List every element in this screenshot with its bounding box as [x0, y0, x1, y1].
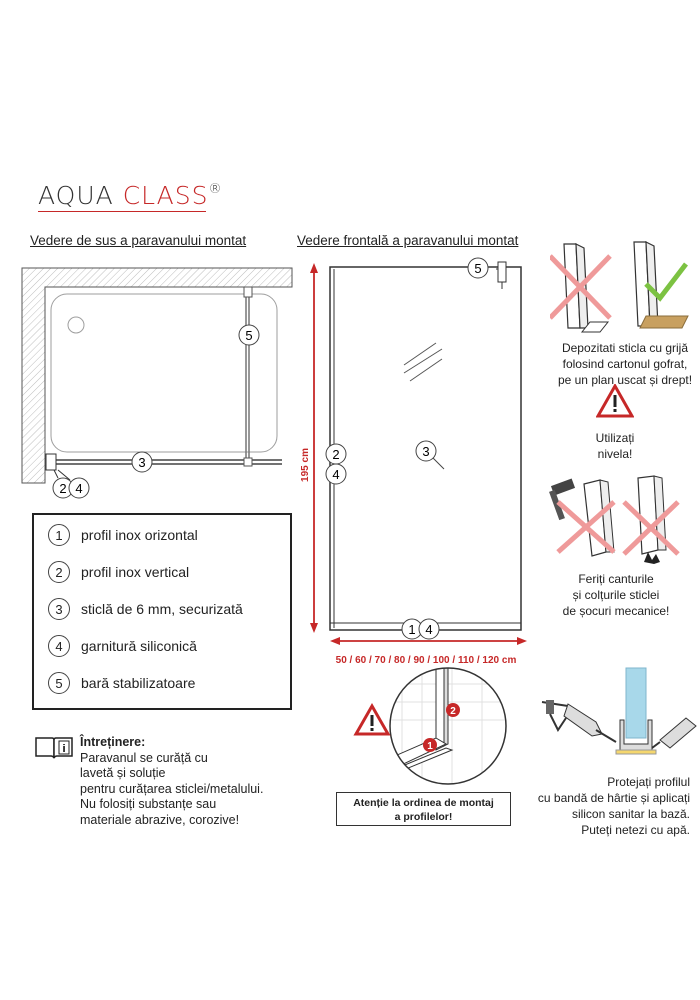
svg-text:1: 1: [408, 622, 415, 637]
brand-class: CLASS: [122, 181, 209, 210]
silicone-illustration: [541, 667, 697, 755]
drain-circle: [67, 316, 85, 334]
step-1-badge: 1: [423, 738, 437, 752]
edges-illustration: [549, 475, 680, 564]
svg-text:1: 1: [427, 741, 433, 752]
wall-outline: [21, 267, 293, 484]
order-warning-line: a profilelor!: [394, 811, 453, 823]
silicone-line: cu bandă de hârtie și aplicați: [537, 791, 690, 805]
callout-1-front: 1: [401, 618, 423, 640]
svg-text:4: 4: [332, 467, 339, 482]
hammer-icon: [550, 478, 576, 496]
brand-logo: AQUA CLASS®: [38, 181, 223, 210]
maintenance-block: Întreținere: Paravanul se curăță cu lave…: [80, 735, 263, 828]
svg-text:2: 2: [59, 481, 66, 496]
edges-line: Feriți canturile: [578, 572, 654, 586]
legend-number: 3: [48, 598, 70, 620]
callout-3-front: 3: [415, 440, 445, 470]
callout-4-front: 4: [325, 463, 347, 485]
order-warning-box: Atenție la ordinea de montaj a profilelo…: [336, 792, 511, 826]
legend-text: profil inox vertical: [81, 564, 190, 580]
maintenance-line: materiale abrazive, corozive!: [80, 812, 240, 827]
legend-item: 5 bară stabilizatoare: [48, 672, 195, 694]
silicone-line: Protejați profilul: [607, 775, 690, 789]
level-line: nivela!: [597, 447, 633, 461]
callout-3-top: 3: [131, 451, 153, 473]
top-view-diagram: 5 3 2 4: [21, 267, 293, 499]
cardboard: [639, 315, 689, 329]
storage-line: folosind cartonul gofrat,: [562, 357, 688, 371]
legend-number: 5: [48, 672, 70, 694]
level-line: Utilizați: [595, 431, 635, 445]
edges-line: de șocuri mecanice!: [562, 604, 670, 618]
legend-item: 4 garnitură siliconică: [48, 635, 197, 657]
legend-item: 1 profil inox orizontal: [48, 524, 198, 546]
warning-triangle-icon: [596, 384, 634, 418]
legend-text: sticlă de 6 mm, securizată: [81, 601, 243, 617]
callout-5-front: 5: [467, 257, 489, 279]
svg-text:2: 2: [332, 447, 339, 462]
silicone-gun-icon: [541, 700, 617, 743]
legend-item: 3 sticlă de 6 mm, securizată: [48, 598, 243, 620]
top-view-title: Vedere de sus a paravanului montat: [30, 233, 247, 248]
storage-line: Depozitati sticla cu grijă: [561, 341, 689, 355]
callout-2-front: 2: [325, 443, 347, 465]
maintenance-title: Întreținere:: [80, 735, 146, 749]
order-warning-line: Atenție la ordinea de montaj: [353, 797, 494, 809]
level-caption: Utilizați nivela!: [575, 430, 655, 462]
legend-number: 4: [48, 635, 70, 657]
check-mark: [644, 262, 688, 302]
brand-reg: ®: [208, 181, 223, 197]
maintenance-line: Paravanul se curăță cu: [80, 750, 208, 765]
silicone-caption: Protejați profilul cu bandă de hârtie și…: [480, 774, 690, 838]
glass-edge: [625, 667, 647, 739]
svg-text:3: 3: [422, 444, 429, 459]
callout-4b-front: 4: [418, 618, 440, 640]
svg-text:3: 3: [138, 455, 145, 470]
svg-text:5: 5: [474, 261, 481, 276]
edges-caption: Feriți canturile și colțurile sticlei de…: [541, 571, 691, 619]
front-view-diagram: 195 cm 50 / 60 / 70 / 80 / 90 / 100 / 11…: [300, 257, 527, 666]
silicone-line: silicon sanitar la bază.: [571, 807, 690, 821]
silicone-line: Puteți netezi cu apă.: [581, 823, 690, 837]
shower-tray: [50, 293, 278, 453]
svg-text:i: i: [62, 743, 65, 755]
brand-aqua: AQUA: [38, 181, 114, 210]
manual-book-icon: i: [35, 737, 73, 759]
profile-order-diagram: 2 1: [353, 667, 507, 785]
maintenance-line: pentru curățarea sticlei/metalului.: [80, 781, 264, 796]
legend-number: 2: [48, 561, 70, 583]
silicone-tube-icon: [651, 717, 697, 749]
storage-caption: Depozitati sticla cu grijă folosind cart…: [534, 340, 700, 388]
callout-2-top: 2: [52, 477, 74, 499]
height-label: 195 cm: [300, 448, 311, 482]
maintenance-line: lavetă și soluție: [80, 766, 166, 780]
callout-4-top: 4: [68, 477, 90, 499]
storage-line: pe un plan uscat și drept!: [557, 373, 693, 387]
step-2-badge: 2: [446, 703, 460, 717]
width-label: 50 / 60 / 70 / 80 / 90 / 100 / 110 / 120…: [336, 655, 517, 666]
front-view-title: Vedere frontală a paravanului montat: [297, 233, 519, 248]
svg-text:2: 2: [450, 706, 456, 717]
storage-illustration: [550, 241, 689, 333]
legend-number: 1: [48, 524, 70, 546]
svg-text:4: 4: [425, 622, 432, 637]
legend-item: 2 profil inox vertical: [48, 561, 189, 583]
callout-5-top: 5: [238, 324, 260, 346]
legend-text: bară stabilizatoare: [81, 675, 196, 691]
legend-box: 1 profil inox orizontal 2 profil inox vert…: [32, 513, 292, 710]
maintenance-line: Nu folosiți substanțe sau: [80, 797, 217, 811]
impact-icon: [644, 552, 660, 564]
svg-text:5: 5: [245, 328, 252, 343]
edges-line: și colțurile sticlei: [572, 588, 660, 602]
legend-text: profil inox orizontal: [81, 527, 198, 543]
logo-underline: [38, 211, 206, 212]
svg-text:4: 4: [75, 481, 82, 496]
legend-text: garnitură siliconică: [81, 638, 197, 654]
